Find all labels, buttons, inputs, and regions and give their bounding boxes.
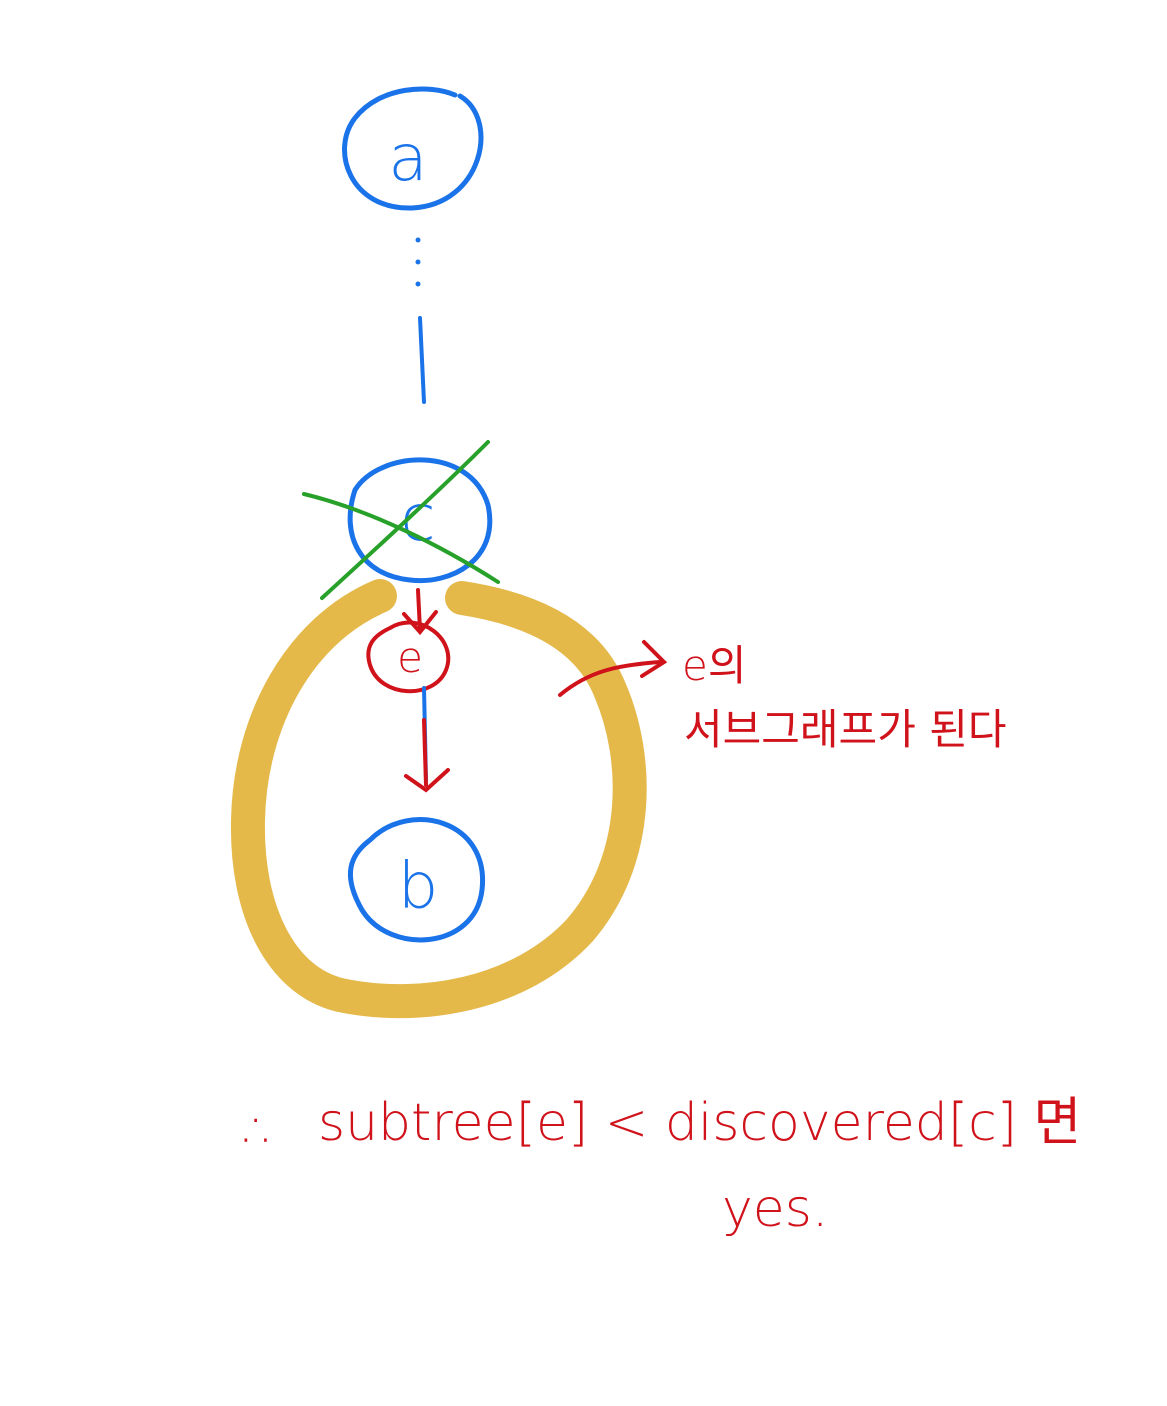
strike-mark-1 (320, 440, 490, 600)
dotted-path (415, 237, 421, 287)
edge-e-to-b-red (422, 718, 428, 787)
edge-label-e-text: e (397, 633, 423, 682)
edge-label-e: e (366, 620, 451, 694)
edge-c-to-e-arrowhead (402, 610, 438, 636)
formula-therefore: ∴ (244, 1101, 277, 1161)
node-b-label: b (398, 850, 439, 924)
formula-text: subtree[e] < discovered[c] 면 (318, 1093, 1081, 1153)
edge-to-c (418, 316, 426, 404)
note-line-1: e의 (682, 641, 746, 690)
subtree-highlight-ring (230, 579, 647, 1019)
strike-mark-2 (302, 492, 500, 584)
edge-e-to-b-arrowhead (404, 768, 450, 793)
node-a-circle (342, 86, 484, 211)
node-b-circle (347, 817, 485, 943)
note-arrowhead (640, 640, 668, 678)
conclusion-text: yes. (722, 1179, 828, 1239)
note-line-2: 서브그래프가 된다 (684, 705, 1006, 754)
node-a: a (342, 86, 484, 211)
node-c-circle (347, 457, 493, 584)
node-b: b (347, 817, 485, 943)
note-arrow (558, 660, 662, 697)
node-a-label: a (388, 122, 427, 196)
edge-label-e-circle (366, 620, 451, 694)
